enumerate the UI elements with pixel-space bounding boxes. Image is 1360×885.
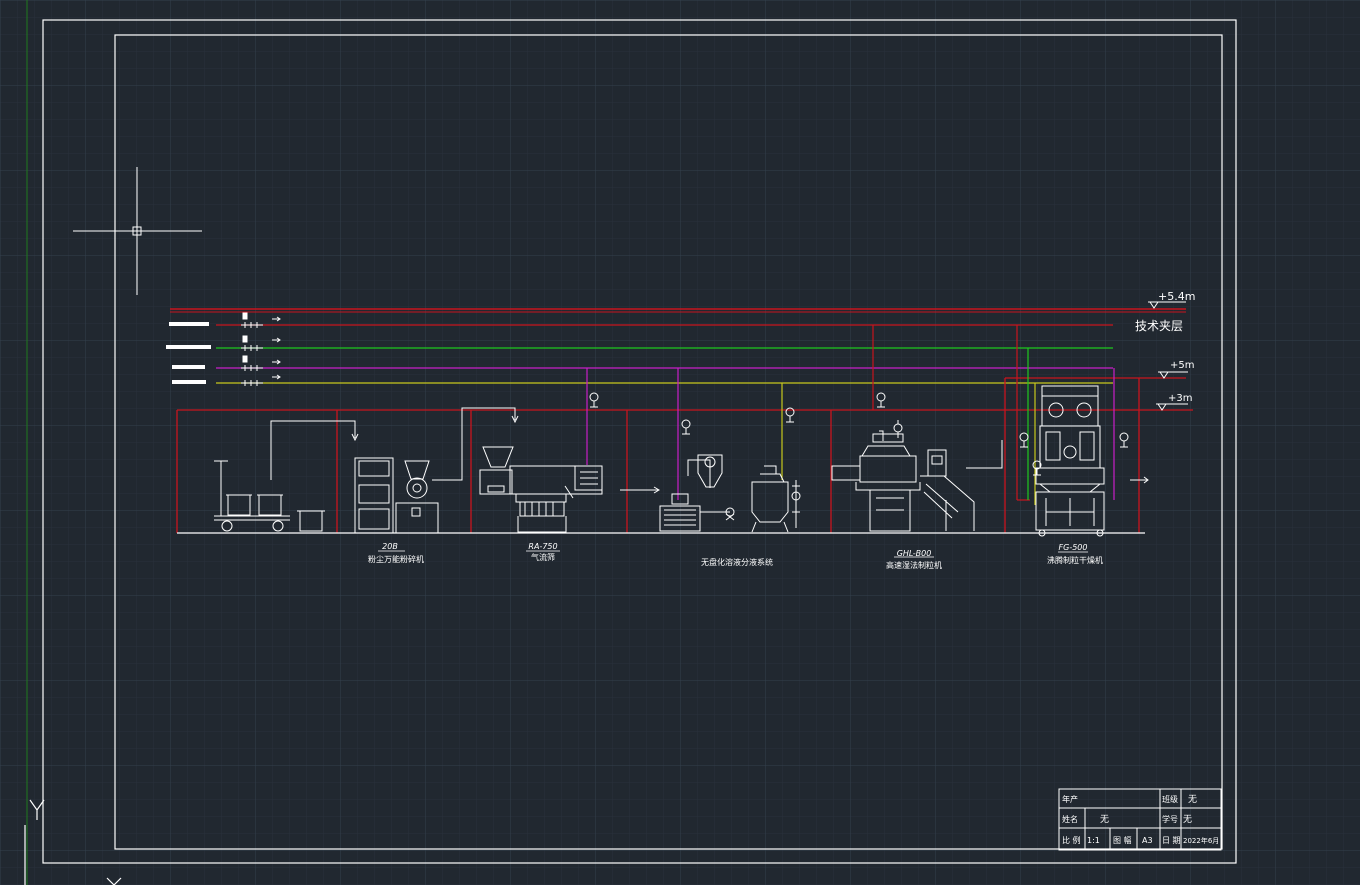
title-block: 年产 班级 无 姓名 无 学号 无 比 例 1:1 图 幅 A3 日 期 202… xyxy=(1058,788,1222,851)
equipment-2-model: RA-750 xyxy=(528,542,557,551)
title-block-name-label: 姓名 xyxy=(1062,814,1078,824)
crosshair-cursor xyxy=(73,167,202,295)
title-block-class-label: 班级 xyxy=(1162,794,1178,804)
solution-dispensing-system-icon xyxy=(659,454,801,533)
equipment-2-name-sieve: 气流筛 xyxy=(531,552,555,562)
pressure-gauge-icons xyxy=(589,392,1129,476)
equipment-1-name: 粉尘万能粉碎机 xyxy=(368,554,424,564)
level-mid-label: +5m xyxy=(1170,360,1194,371)
universal-crusher-icon xyxy=(354,407,519,534)
outer-frame xyxy=(42,19,1237,864)
equipment-4-model: GHL-B00 xyxy=(897,549,932,558)
ucs-icon xyxy=(24,799,122,885)
title-block-size-value: A3 xyxy=(1142,836,1153,845)
pipe-lines xyxy=(166,308,1193,534)
title-block-name-value: 无 xyxy=(1100,814,1109,825)
equipment-1-model: 20B xyxy=(382,542,398,551)
level-top-label: +5.4m xyxy=(1158,290,1195,303)
level-low-label: +3m xyxy=(1168,393,1192,404)
equipment-4-name: 高速湿法制粒机 xyxy=(886,560,942,570)
level-mezzanine-label: 技术夹层 xyxy=(1135,319,1183,333)
wet-granulator-icon xyxy=(831,420,1003,532)
material-trolley-icon xyxy=(214,420,359,532)
title-block-class-value: 无 xyxy=(1188,794,1197,805)
inner-frame xyxy=(114,34,1223,850)
title-block-annual-output: 年产 xyxy=(1062,794,1078,804)
equipment-5-name: 沸腾制粒干燥机 xyxy=(1047,555,1103,565)
title-block-date-label: 日 期 xyxy=(1162,836,1181,845)
title-block-id-label: 学号 xyxy=(1162,814,1178,824)
title-block-scale-value: 1:1 xyxy=(1087,836,1100,845)
title-block-size-label: 图 幅 xyxy=(1113,835,1132,845)
equipment-2-name: 无盘化溶液分液系统 xyxy=(701,557,773,567)
title-block-date-value: 2022年6月 xyxy=(1183,836,1219,845)
air-flow-sieve-icon xyxy=(479,446,660,533)
equipment-5-model: FG-500 xyxy=(1059,543,1088,552)
equipment-labels: 20B 粉尘万能粉碎机 RA-750 无盘化溶液分液系统 气流筛 GHL-B00… xyxy=(368,542,1103,570)
fluid-bed-dryer-icon xyxy=(1035,385,1149,537)
title-block-id-value: 无 xyxy=(1183,814,1192,825)
level-markers xyxy=(1148,301,1188,411)
title-block-scale-label: 比 例 xyxy=(1062,835,1081,845)
